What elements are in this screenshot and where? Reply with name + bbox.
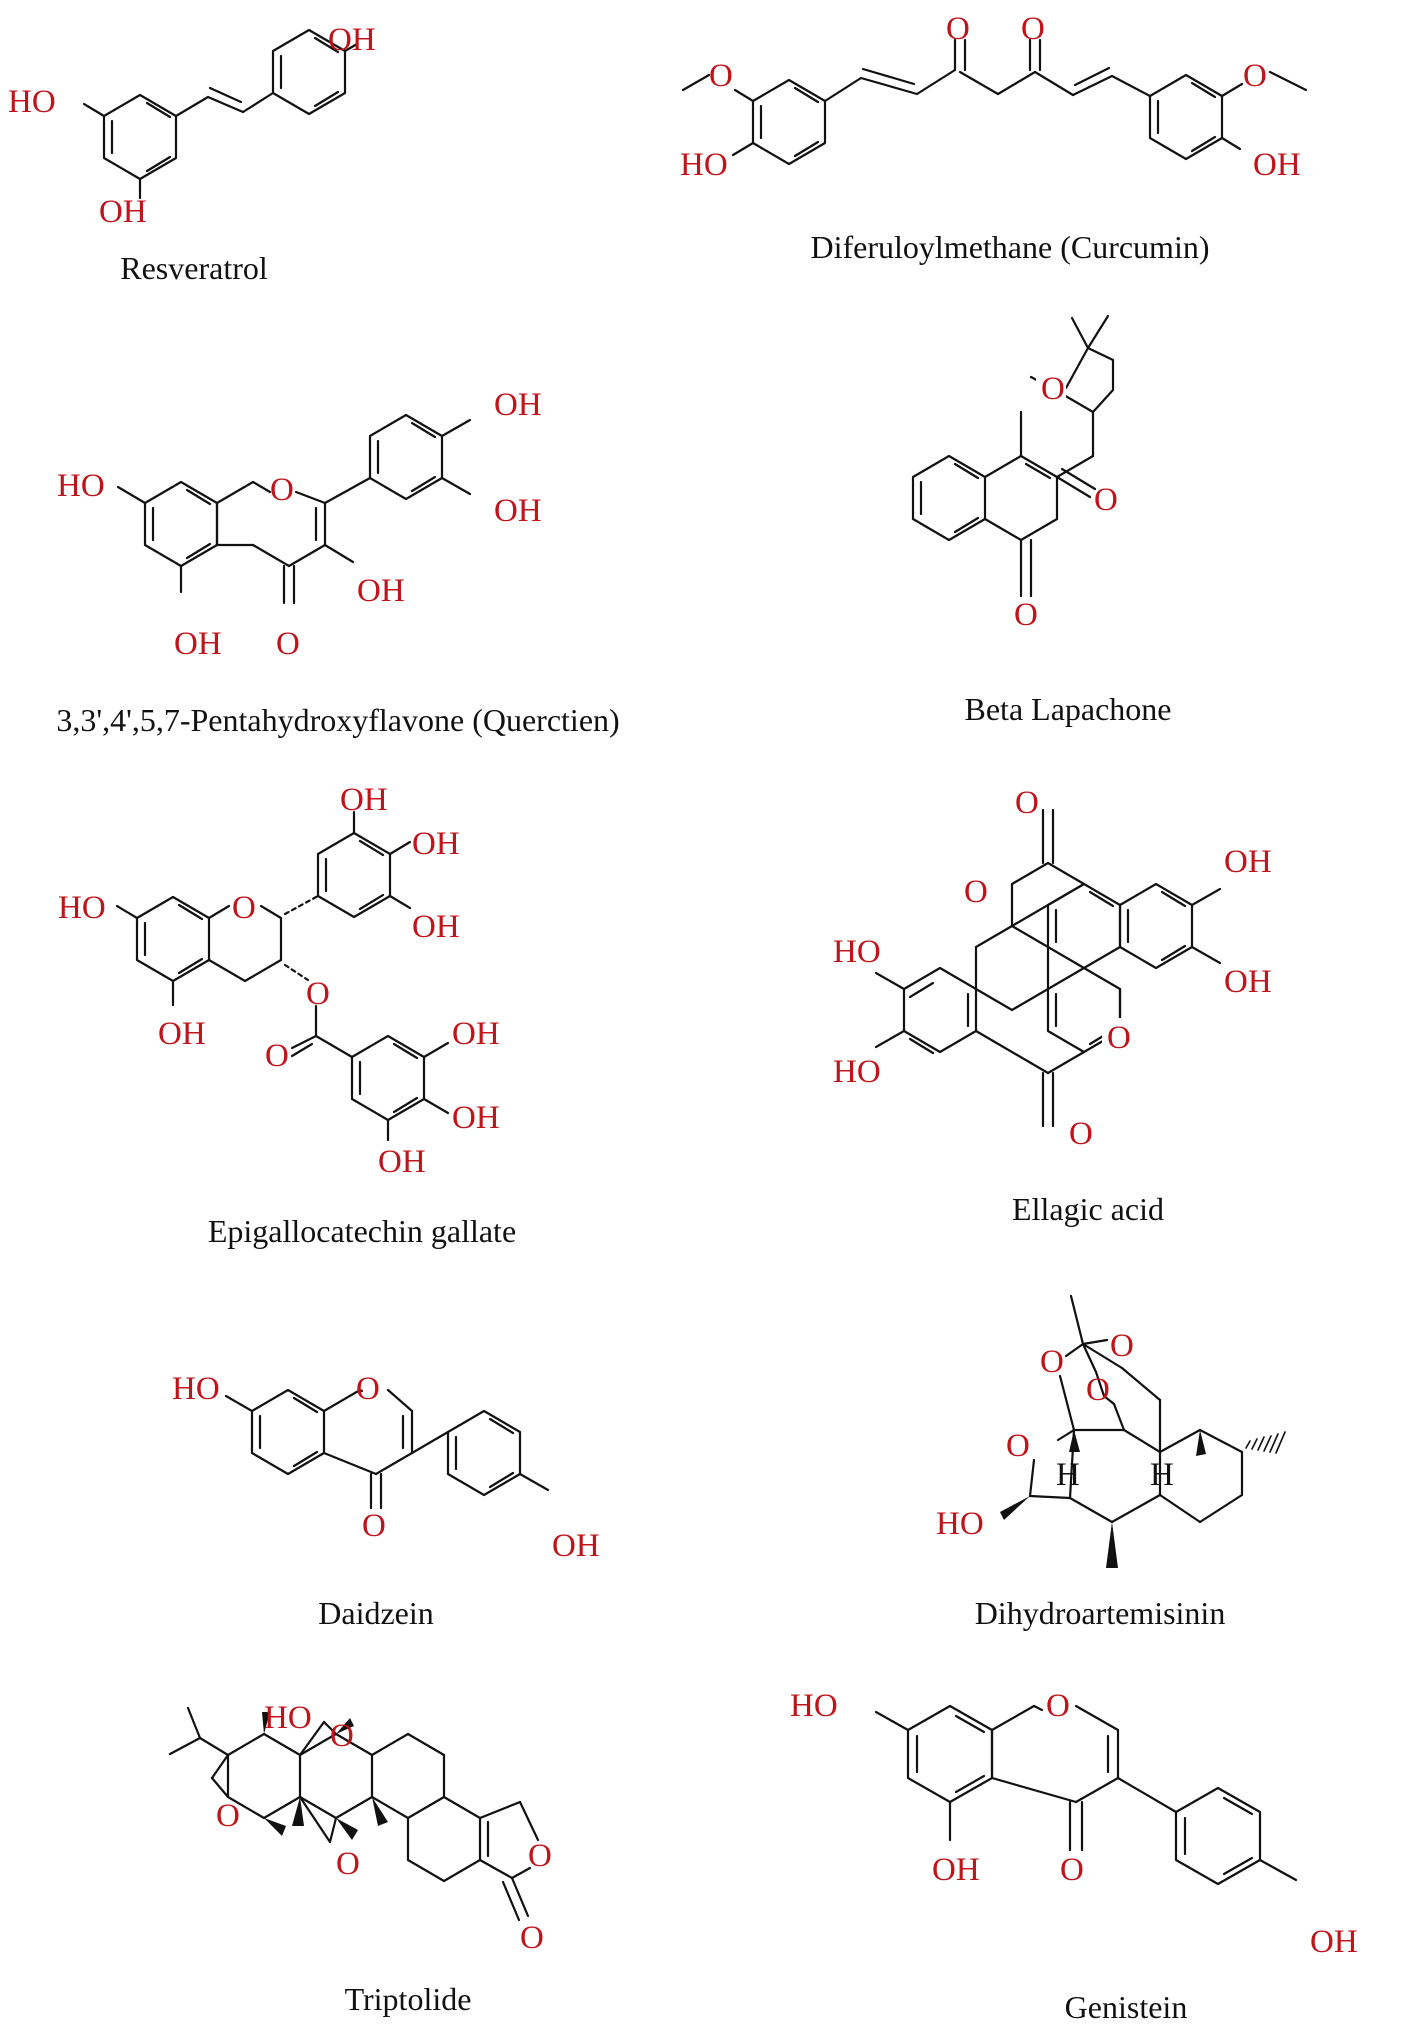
structure-daidzein: HO O O OH Daidzein (172, 1371, 600, 1631)
atom-label: O (1041, 371, 1065, 407)
atom-label: OH (494, 387, 542, 423)
atom-label: OH (412, 909, 460, 945)
atom-label: O (1094, 482, 1118, 518)
atom-label: HO (172, 1371, 220, 1407)
atom-label: O (1060, 1852, 1084, 1888)
atom-label: OH (494, 493, 542, 529)
atom-label: HO (833, 1054, 881, 1090)
caption-daidzein: Daidzein (318, 1595, 434, 1631)
structure-genistein: HO O OH O OH Genistein (790, 1688, 1358, 2024)
atom-label: OH (412, 826, 460, 862)
atom-label: O (265, 1038, 289, 1074)
atom-label: HO (57, 468, 105, 504)
caption-beta-lapachone: Beta Lapachone (965, 691, 1172, 727)
atom-label: OH (1253, 147, 1301, 183)
atom-label: O (336, 1846, 360, 1882)
structure-dihydroartemisinin: O O O O H H HO Dihydroartemisinin (936, 1294, 1286, 1631)
atom-label: HO (833, 934, 881, 970)
atom-label: O (1046, 1688, 1070, 1724)
atom-label: O (528, 1838, 552, 1874)
atom-label: OH (174, 626, 222, 662)
atom-label: OH (357, 573, 405, 609)
caption-genistein: Genistein (1065, 1989, 1188, 2024)
structure-ellagic-acid: O O OH HO OH HO O O Ellagic acid (833, 785, 1272, 1227)
atom-label: OH (328, 22, 376, 58)
caption-curcumin: Diferuloylmethane (Curcumin) (811, 229, 1210, 265)
atom-label: HO (936, 1506, 984, 1542)
structure-curcumin: O O O O HO OH Diferuloylmethane (Curcumi… (680, 11, 1308, 265)
atom-label: O (1006, 1428, 1030, 1464)
atom-label: O (1021, 11, 1045, 47)
caption-triptolide: Triptolide (345, 1981, 472, 2017)
caption-dihydroartemisinin: Dihydroartemisinin (975, 1595, 1226, 1631)
atom-label: HO (790, 1688, 838, 1724)
atom-label: O (1243, 58, 1267, 94)
atom-label: OH (378, 1144, 426, 1180)
atom-label: OH (932, 1852, 980, 1888)
atom-label: O (1040, 1344, 1064, 1380)
atom-label: OH (1224, 964, 1272, 1000)
caption-resveratrol: Resveratrol (120, 250, 268, 286)
atom-label: O (356, 1371, 380, 1407)
atom-label: H (1150, 1457, 1174, 1493)
structure-triptolide: HO O O O O O Triptolide (168, 1700, 552, 2017)
atom-label: OH (452, 1016, 500, 1052)
atom-label: O (232, 890, 256, 926)
atom-label: O (946, 11, 970, 47)
caption-quercetin: 3,3',4',5,7-Pentahydroxyflavone (Quercti… (56, 702, 619, 738)
caption-egcg: Epigallocatechin gallate (208, 1213, 516, 1249)
structure-egcg: OH OH OH HO O O OH O OH OH OH Epigalloca… (58, 782, 516, 1249)
structure-quercetin: HO O OH OH OH OH O 3,3',4',5,7-Pentahydr… (56, 387, 619, 738)
atom-label: O (306, 976, 330, 1012)
atom-label: O (964, 874, 988, 910)
atom-label: O (1086, 1372, 1110, 1408)
atom-label: O (709, 58, 733, 94)
atom-label: OH (552, 1528, 600, 1564)
atom-label: HO (264, 1700, 312, 1736)
atom-label: OH (99, 194, 147, 230)
atom-label: O (1015, 785, 1039, 821)
atom-label: O (1014, 597, 1038, 633)
caption-ellagic-acid: Ellagic acid (1012, 1191, 1164, 1227)
atom-label: OH (158, 1016, 206, 1052)
atom-label: O (216, 1798, 240, 1834)
atom-label: O (1110, 1328, 1134, 1364)
atom-label: HO (680, 147, 728, 183)
atom-label: O (330, 1718, 354, 1754)
structure-beta-lapachone: O O O Beta Lapachone (911, 314, 1172, 727)
atom-label: O (520, 1920, 544, 1956)
atom-label: HO (58, 890, 106, 926)
atom-label: O (270, 472, 294, 508)
atom-label: HO (8, 84, 56, 120)
atom-label: O (276, 626, 300, 662)
atom-label: O (362, 1508, 386, 1544)
structure-resveratrol: HO OH OH Resveratrol (8, 22, 376, 286)
atom-label: H (1056, 1457, 1080, 1493)
atom-label: OH (452, 1100, 500, 1136)
atom-label: OH (340, 782, 388, 818)
atom-label: OH (1224, 844, 1272, 880)
atom-label: O (1107, 1020, 1131, 1056)
atom-label: OH (1310, 1924, 1358, 1960)
atom-label: O (1069, 1116, 1093, 1152)
